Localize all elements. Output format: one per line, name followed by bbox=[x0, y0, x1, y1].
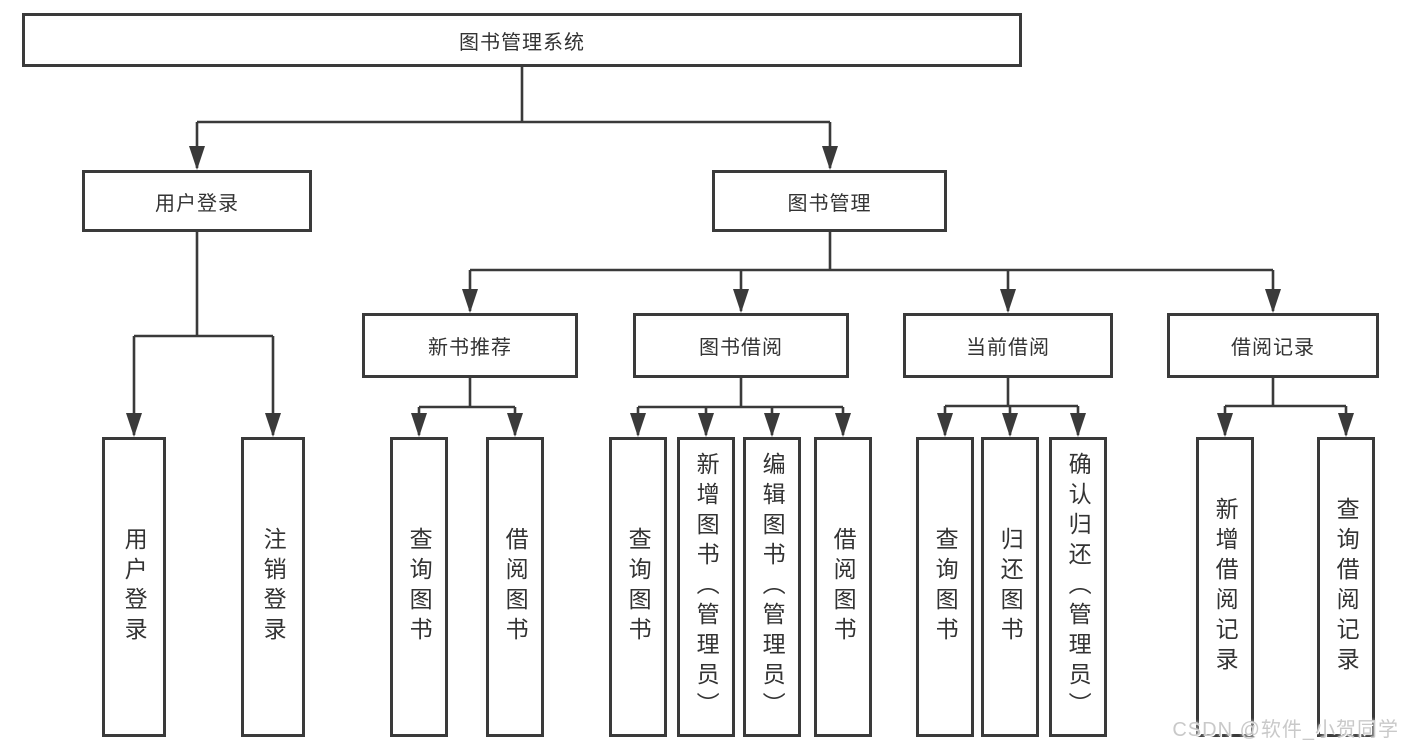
arrowhead bbox=[1265, 289, 1281, 313]
connector-group-current-borrowing bbox=[937, 378, 1086, 437]
leaf-query-books-current: 查询图书 bbox=[916, 437, 974, 737]
node-label: 用户登录 bbox=[121, 527, 148, 647]
node-book-borrowing: 图书借阅 bbox=[633, 313, 849, 378]
connector-group-root bbox=[189, 67, 838, 170]
node-library-management-system: 图书管理系统 bbox=[22, 13, 1022, 67]
node-borrowing-records: 借阅记录 bbox=[1167, 313, 1379, 378]
arrowhead bbox=[822, 146, 838, 170]
node-label: 注销登录 bbox=[260, 527, 287, 647]
node-label: 查询图书 bbox=[625, 527, 652, 647]
arrowhead bbox=[1000, 289, 1016, 313]
arrowhead bbox=[1217, 413, 1233, 437]
arrowhead bbox=[411, 413, 427, 437]
node-label: 新书推荐 bbox=[428, 337, 512, 359]
node-label: 图书管理系统 bbox=[459, 31, 585, 54]
leaf-query-borrow-record: 查询借阅记录 bbox=[1317, 437, 1375, 737]
node-label: 当前借阅 bbox=[966, 337, 1050, 359]
node-label: 编辑图书（管理员） bbox=[759, 452, 786, 722]
node-label: 归还图书 bbox=[997, 527, 1024, 647]
node-user-login: 用户登录 bbox=[82, 170, 312, 232]
leaf-query-books-recommend: 查询图书 bbox=[390, 437, 448, 737]
leaf-logout: 注销登录 bbox=[241, 437, 305, 737]
arrowhead bbox=[937, 413, 953, 437]
node-label: 确认归还（管理员） bbox=[1065, 452, 1092, 722]
connector-group-book-borrowing bbox=[630, 378, 851, 437]
arrowhead bbox=[507, 413, 523, 437]
leaf-return-books: 归还图书 bbox=[981, 437, 1039, 737]
node-label: 借阅图书 bbox=[502, 527, 529, 647]
arrowhead bbox=[1338, 413, 1354, 437]
arrowhead bbox=[189, 146, 205, 170]
arrowhead bbox=[1002, 413, 1018, 437]
node-label: 图书借阅 bbox=[699, 337, 783, 359]
node-current-borrowing: 当前借阅 bbox=[903, 313, 1113, 378]
arrowhead bbox=[733, 289, 749, 313]
node-label: 新增借阅记录 bbox=[1212, 497, 1239, 677]
connector-group-borrowing-records bbox=[1217, 378, 1354, 437]
arrowhead bbox=[630, 413, 646, 437]
leaf-borrow-books-borrowing: 借阅图书 bbox=[814, 437, 872, 737]
leaf-query-books-borrowing: 查询图书 bbox=[609, 437, 667, 737]
arrowhead bbox=[698, 413, 714, 437]
node-label: 查询借阅记录 bbox=[1333, 497, 1360, 677]
node-new-book-recommendation: 新书推荐 bbox=[362, 313, 578, 378]
node-book-management: 图书管理 bbox=[712, 170, 947, 232]
node-label: 查询图书 bbox=[406, 527, 433, 647]
arrowhead bbox=[835, 413, 851, 437]
arrowhead bbox=[1070, 413, 1086, 437]
arrowhead bbox=[462, 289, 478, 313]
leaf-confirm-return-admin: 确认归还（管理员） bbox=[1049, 437, 1107, 737]
arrowhead bbox=[764, 413, 780, 437]
node-label: 借阅图书 bbox=[830, 527, 857, 647]
node-label: 查询图书 bbox=[932, 527, 959, 647]
leaf-user-login: 用户登录 bbox=[102, 437, 166, 737]
node-label: 用户登录 bbox=[155, 192, 239, 215]
arrowhead bbox=[126, 413, 142, 437]
connector-group-new-book-recommendation bbox=[411, 378, 523, 437]
leaf-borrow-books-recommend: 借阅图书 bbox=[486, 437, 544, 737]
node-label: 图书管理 bbox=[787, 192, 872, 215]
node-label: 新增图书（管理员） bbox=[693, 452, 720, 722]
arrowhead bbox=[265, 413, 281, 437]
connector-group-book-management bbox=[462, 232, 1281, 313]
leaf-add-books-admin: 新增图书（管理员） bbox=[677, 437, 735, 737]
leaf-edit-books-admin: 编辑图书（管理员） bbox=[743, 437, 801, 737]
connector-group-user-login bbox=[126, 232, 281, 437]
node-label: 借阅记录 bbox=[1231, 337, 1315, 359]
leaf-add-borrow-record: 新增借阅记录 bbox=[1196, 437, 1254, 737]
csdn-watermark: CSDN @软件_小贺同学 bbox=[1172, 719, 1399, 741]
